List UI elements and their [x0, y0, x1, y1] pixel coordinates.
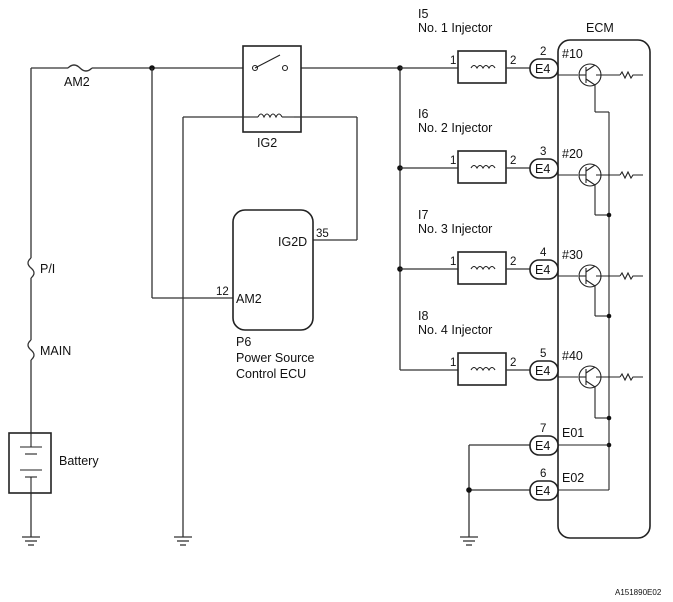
- ground-symbol: [22, 536, 40, 546]
- connector-e4: E4: [535, 364, 550, 378]
- ecm-pin-number: 2: [540, 46, 546, 58]
- ecu-pin-am2-number: 12: [216, 286, 229, 298]
- transistor: [558, 63, 643, 113]
- power-feed: [30, 67, 400, 537]
- connector-e4: E4: [535, 263, 550, 277]
- ecm-internal-drivers: [558, 63, 643, 491]
- pi-fuse: P/I: [27, 257, 55, 279]
- ground-symbol: [460, 536, 478, 546]
- ecm-pin-number: 6: [540, 468, 546, 480]
- ground-symbol: [174, 536, 192, 546]
- injector-name: No. 4 Injector: [418, 323, 492, 337]
- transistor: [558, 163, 643, 216]
- ecu-pin-am2: AM2: [236, 292, 262, 306]
- ecm-pin-number: 3: [540, 146, 546, 158]
- ground-e02: E4 6 E02: [469, 468, 584, 501]
- transistor: [558, 365, 643, 419]
- ecm-terminal: E02: [562, 471, 584, 485]
- injector-pin-out: 2: [510, 155, 516, 167]
- connector-e4: E4: [535, 439, 550, 453]
- pi-fuse-label: P/I: [40, 262, 55, 276]
- connector-e4: E4: [535, 484, 550, 498]
- am2-fuse-label: AM2: [64, 75, 90, 89]
- ecm: ECM: [557, 21, 651, 539]
- battery: Battery: [8, 432, 99, 494]
- injector-row-1: I5 No. 1 Injector 1 2 E4 2 #10: [400, 7, 583, 84]
- ecm-terminal: #30: [562, 248, 583, 262]
- injector-id: I8: [418, 309, 428, 323]
- injector-pin-in: 1: [450, 256, 456, 268]
- ecu-id: P6: [236, 335, 251, 349]
- ig2-relay: IG2: [242, 45, 302, 150]
- injector-pin-out: 2: [510, 357, 516, 369]
- injector-id: I6: [418, 107, 428, 121]
- am2-fuse: AM2: [64, 64, 93, 89]
- ecm-pin-number: 4: [540, 247, 547, 259]
- injector-id: I5: [418, 7, 428, 21]
- injector-name: No. 1 Injector: [418, 21, 492, 35]
- injector-id: I7: [418, 208, 428, 222]
- ecm-label: ECM: [586, 21, 614, 35]
- injector-row-2: I6 No. 2 Injector 1 2 E4 3 #20: [400, 107, 583, 184]
- battery-label: Battery: [59, 454, 99, 468]
- transistor: [558, 264, 643, 317]
- injector-pin-in: 1: [450, 55, 456, 67]
- injector-pin-out: 2: [510, 256, 516, 268]
- power-source-ecu: IG2D 35 AM2 12 P6 Power Source Control E…: [216, 209, 329, 381]
- ecm-terminal: E01: [562, 426, 584, 440]
- ecu-name-line2: Control ECU: [236, 367, 306, 381]
- injector-pin-in: 1: [450, 155, 456, 167]
- ecu-pin-ig2d-number: 35: [316, 228, 329, 240]
- ecu-name-line1: Power Source: [236, 351, 315, 365]
- main-fuse-label: MAIN: [40, 344, 71, 358]
- ground-e01: E4 7 E01: [469, 423, 584, 456]
- injector-row-4: I8 No. 4 Injector 1 2 E4 5 #40: [400, 309, 583, 386]
- figure-code: A151890E02: [615, 588, 662, 597]
- ecm-terminal: #40: [562, 349, 583, 363]
- ecm-terminal: #10: [562, 47, 583, 61]
- injector-name: No. 3 Injector: [418, 222, 492, 236]
- ecm-pin-number: 5: [540, 348, 546, 360]
- injector-row-3: I7 No. 3 Injector 1 2 E4 4 #30: [400, 208, 583, 285]
- connector-e4: E4: [535, 62, 550, 76]
- injector-pin-out: 2: [510, 55, 516, 67]
- ecm-pin-number: 7: [540, 423, 546, 435]
- injector-pin-in: 1: [450, 357, 456, 369]
- ecu-pin-ig2d: IG2D: [278, 235, 307, 249]
- relay-label: IG2: [257, 136, 277, 150]
- ecm-terminal: #20: [562, 147, 583, 161]
- connector-e4: E4: [535, 162, 550, 176]
- injector-name: No. 2 Injector: [418, 121, 492, 135]
- main-fuse: MAIN: [27, 339, 71, 361]
